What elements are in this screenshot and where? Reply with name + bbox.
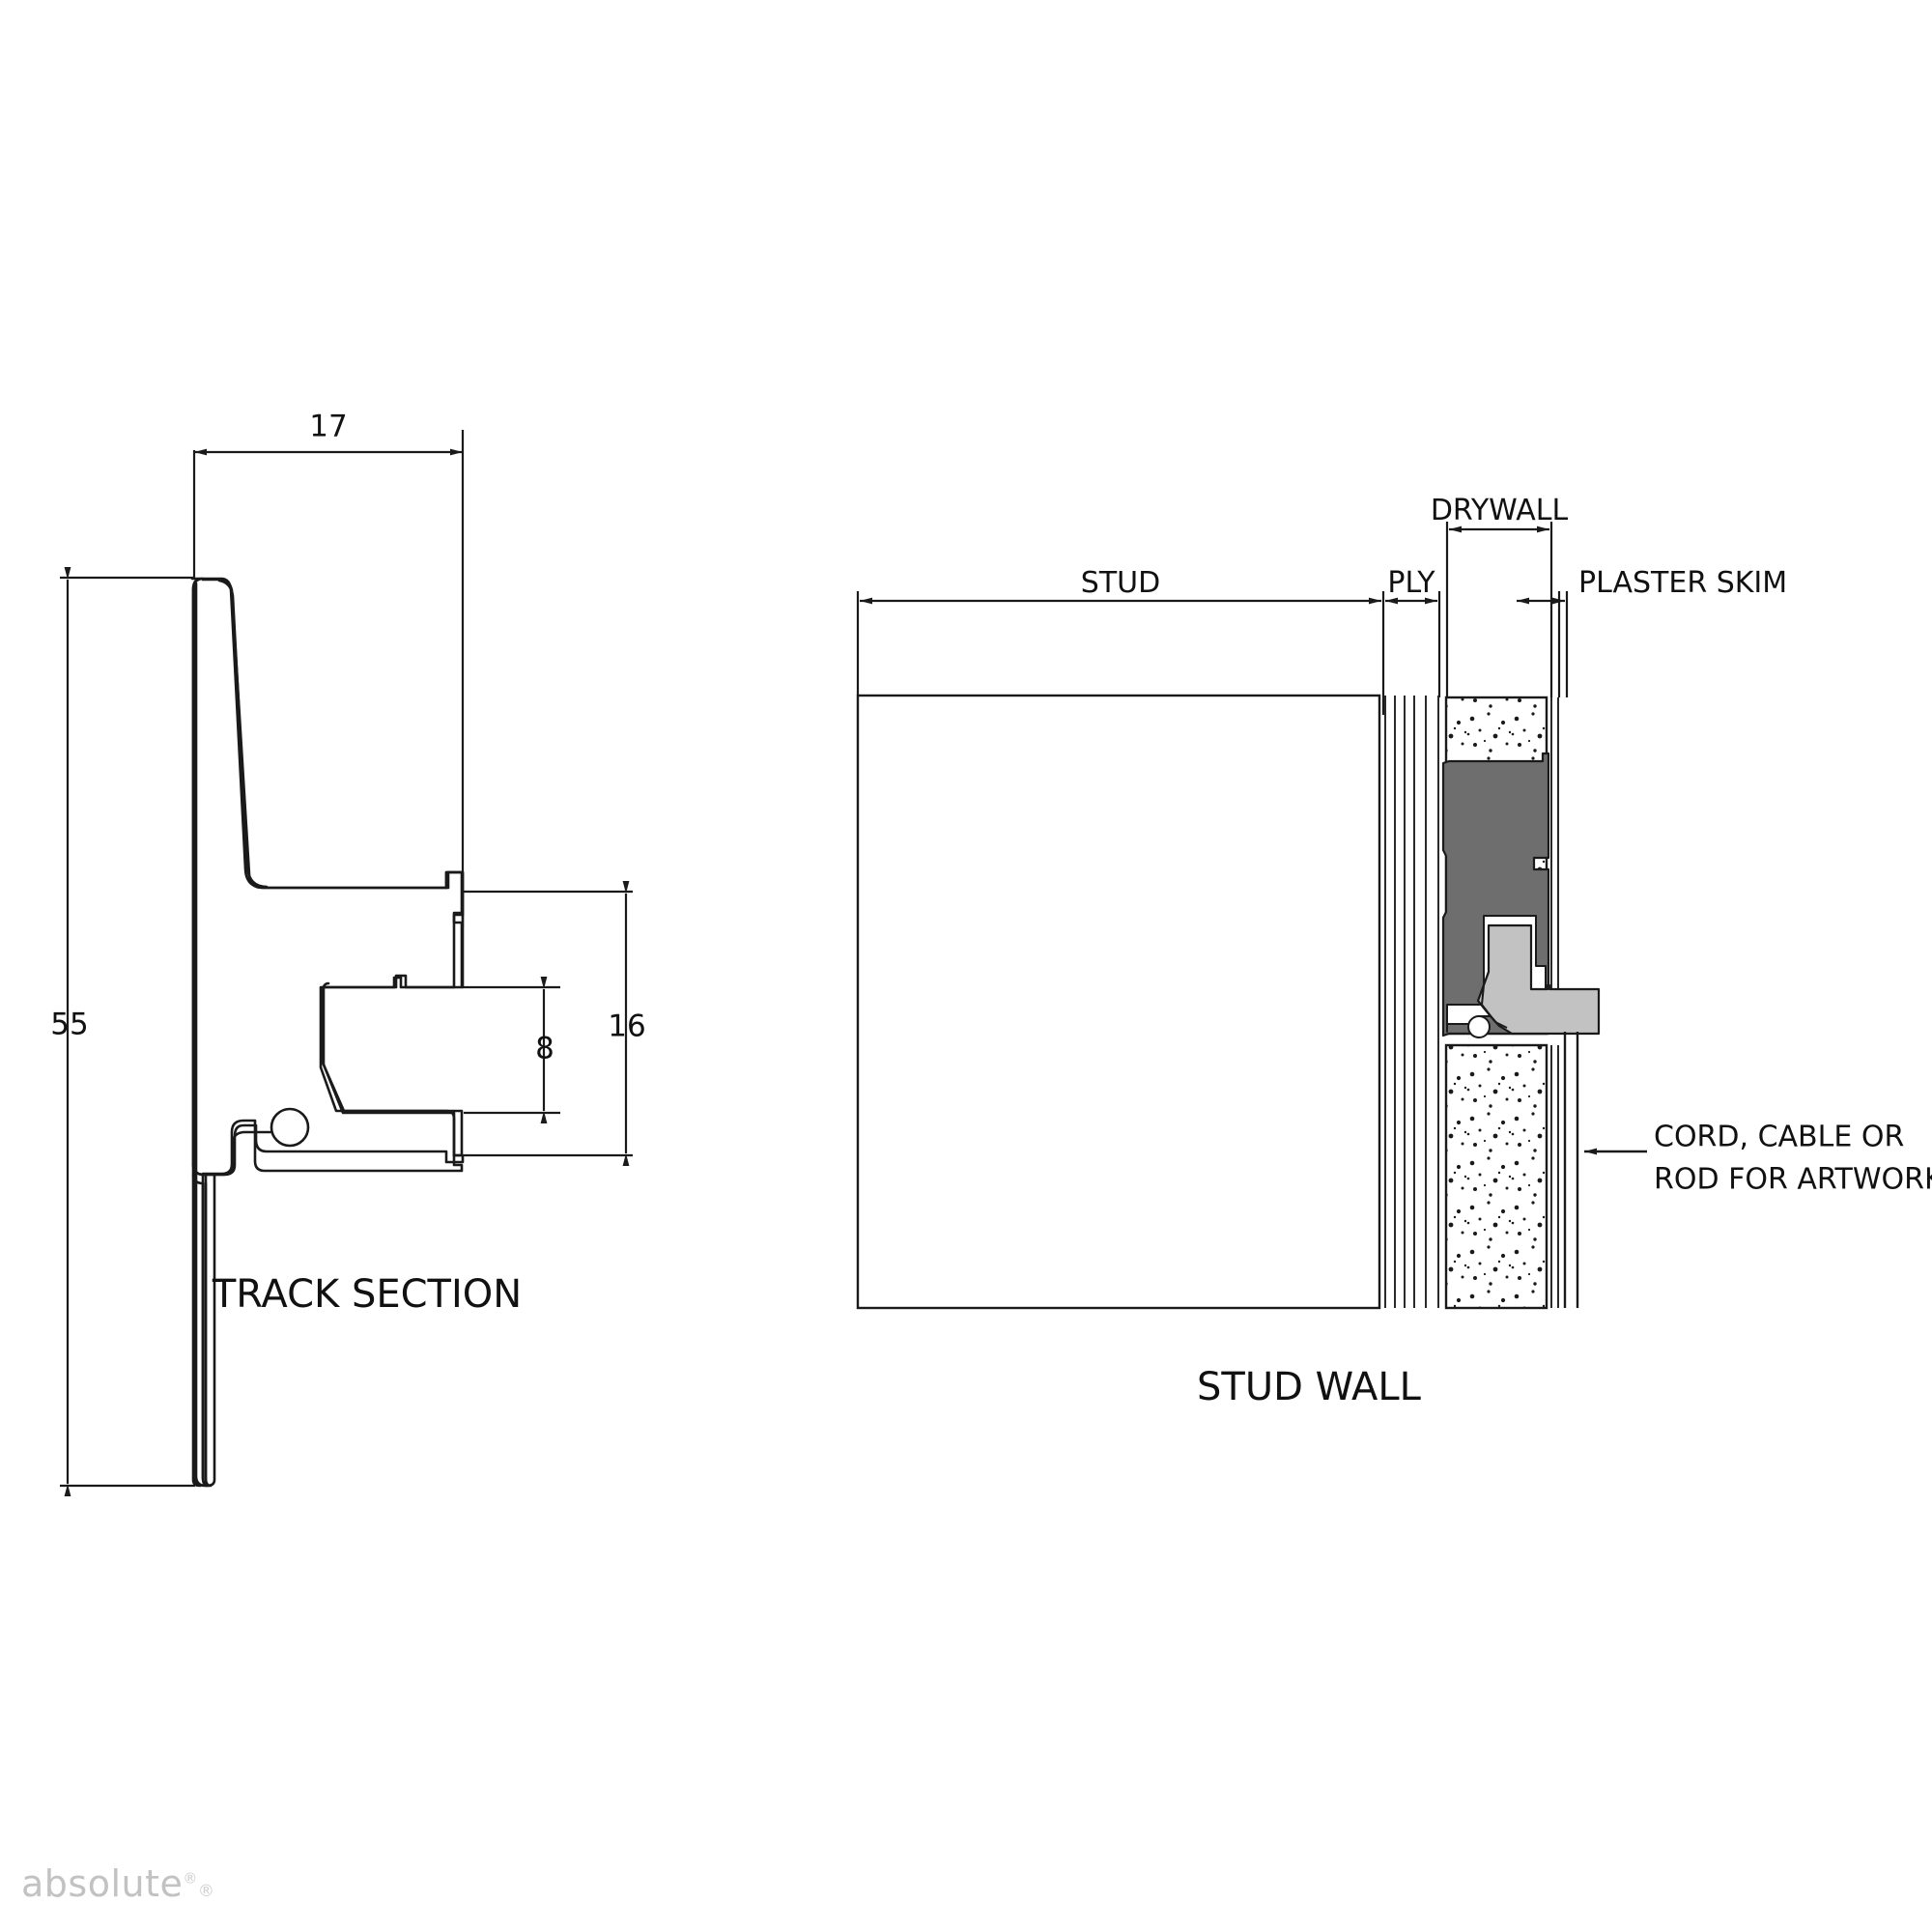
dimension-value-55: 55: [50, 1008, 88, 1042]
dimension-value-17: 17: [309, 410, 347, 444]
plaster-skim-layer: [1550, 697, 1559, 1308]
stud-wall-title: STUD WALL: [1197, 1365, 1422, 1409]
layer-label-drywall: DRYWALL: [1431, 494, 1569, 527]
track-section-title: TRACK SECTION: [212, 1272, 522, 1317]
dimension-value-16: 16: [608, 1009, 645, 1044]
stud-wall-extension-lines: [856, 522, 1569, 715]
drywall-layer-lower: [1444, 1043, 1548, 1310]
brand-logo: absolute®®: [21, 1862, 214, 1905]
cord-cable-rod: [1563, 1032, 1579, 1308]
cord-callout-line-2: ROD FOR ARTWORK: [1654, 1163, 1932, 1197]
track-profile-outline: [190, 577, 465, 1488]
dimension-ply: PLY: [1385, 566, 1437, 605]
dimension-height-55: 55: [50, 567, 195, 1496]
dimension-stud: STUD: [860, 566, 1381, 605]
brand-name: absolute: [21, 1862, 184, 1905]
dimension-drywall: DRYWALL: [1431, 494, 1569, 533]
layer-label-stud: STUD: [1081, 566, 1160, 600]
layer-label-plaster-skim: PLASTER SKIM: [1578, 566, 1787, 600]
stud-wall-view: STUD PLY DRYWALL PLASTER SKIM: [856, 494, 1932, 1409]
dimension-height-16: 16: [464, 881, 646, 1166]
dimension-value-8: 8: [535, 1032, 554, 1066]
brand-trademark: ®: [197, 1882, 215, 1901]
track-section-view: 17 55 16 8: [50, 410, 646, 1496]
dimension-plaster-skim: PLASTER SKIM: [1517, 566, 1787, 605]
ply-layer: [1384, 696, 1439, 1308]
dimension-width-17: 17: [192, 410, 465, 927]
brand-trademark-superscript: ®: [183, 1869, 198, 1888]
dimension-height-8: 8: [464, 977, 560, 1123]
stud-layer: [856, 694, 1381, 1310]
layer-label-ply: PLY: [1387, 566, 1435, 600]
cord-callout-line-1: CORD, CABLE OR: [1654, 1121, 1904, 1154]
hanger-hook: [1476, 923, 1601, 1036]
cord-callout: CORD, CABLE OR ROD FOR ARTWORK: [1584, 1121, 1932, 1197]
